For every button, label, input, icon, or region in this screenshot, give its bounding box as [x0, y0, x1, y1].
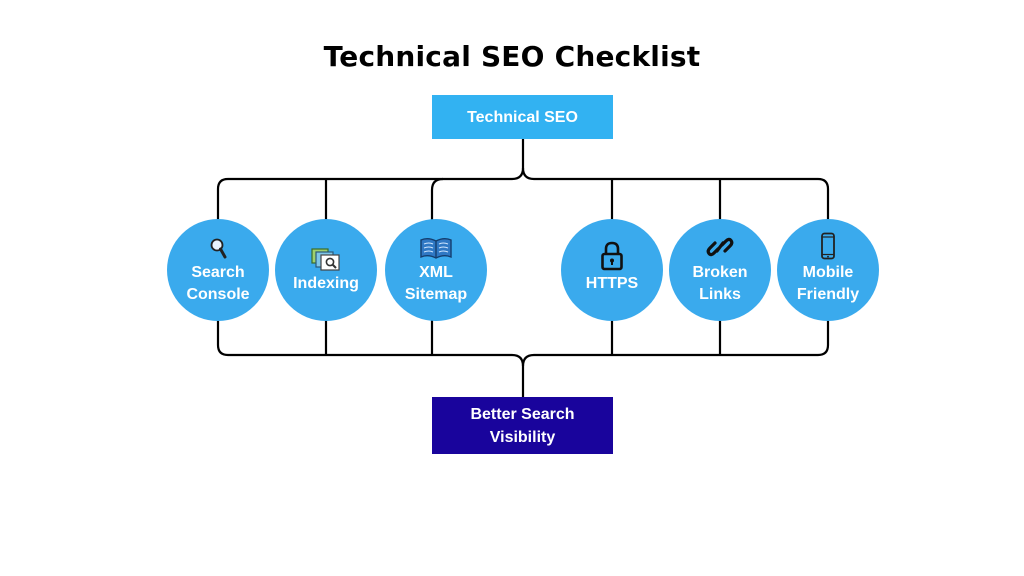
branch-xml	[430, 177, 444, 270]
node-mobile-friendly: Mobile Friendly	[777, 219, 879, 321]
root-label: Technical SEO	[467, 108, 578, 126]
top-trunk-line	[216, 139, 525, 270]
node-indexing: Indexing	[275, 219, 377, 321]
smartphone-icon	[820, 232, 836, 260]
diagram-title: Technical SEO Checklist	[323, 40, 701, 73]
node-label: HTTPS	[585, 275, 639, 292]
outcome-label: Better Search Visibility	[470, 405, 575, 446]
bottom-left-line	[216, 270, 525, 397]
image-search-icon	[311, 245, 341, 271]
outcome-box: Better Search Visibility	[432, 397, 613, 454]
magnifier-icon	[209, 234, 227, 260]
chain-link-icon	[706, 234, 734, 260]
node-xml-sitemap: XML Sitemap	[385, 219, 487, 321]
padlock-icon	[600, 241, 624, 271]
node-search-console: Search Console	[167, 219, 269, 321]
node-label: Search Console	[186, 264, 250, 303]
top-right-line	[521, 167, 830, 270]
node-broken-links: Broken Links	[669, 219, 771, 321]
node-https: HTTPS	[561, 219, 663, 321]
root-box: Technical SEO	[432, 95, 613, 139]
node-label: XML Sitemap	[404, 264, 468, 303]
bottom-right-line	[521, 270, 830, 367]
node-label: Indexing	[293, 275, 359, 292]
node-label: Mobile Friendly	[796, 264, 860, 303]
node-label: Broken Links	[692, 264, 748, 303]
open-book-icon	[419, 234, 453, 260]
